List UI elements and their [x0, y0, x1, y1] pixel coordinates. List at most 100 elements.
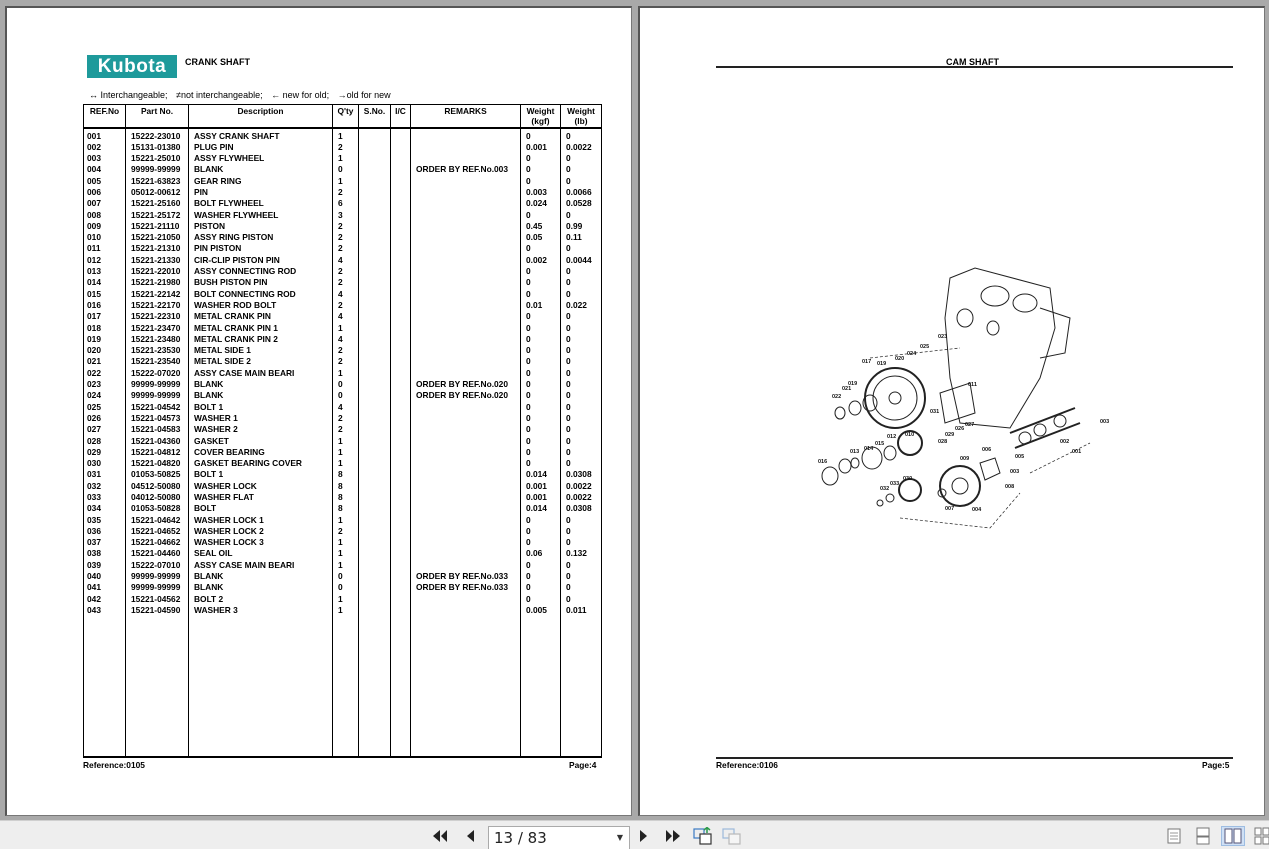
- cell-sno: [358, 164, 391, 176]
- cell-kgf: 0.01: [520, 299, 561, 312]
- cell-desc: ASSY CRANK SHAFT: [188, 127, 333, 142]
- cell-part: 04512-50080: [125, 480, 189, 492]
- col-sno: S.No.: [358, 104, 391, 129]
- facing-view-button[interactable]: [1221, 826, 1245, 846]
- cell-sno: [358, 571, 391, 583]
- page-number-input[interactable]: 13 / 83 ▼: [488, 826, 630, 849]
- cell-desc: BLANK: [188, 390, 333, 402]
- cell-ref: 022: [83, 367, 126, 380]
- cell-qty: 0: [332, 379, 359, 391]
- last-page-button[interactable]: [663, 826, 683, 846]
- cell-ref: 042: [83, 593, 126, 605]
- cell-qty: 1: [332, 548, 359, 560]
- cell-ref: 041: [83, 582, 126, 594]
- cell-part: 15221-04583: [125, 424, 189, 436]
- cell-part: 99999-99999: [125, 390, 189, 402]
- cell-desc: PIN PISTON: [188, 243, 333, 255]
- cell-lb: 0: [560, 277, 602, 289]
- cell-remarks: [410, 209, 521, 221]
- cell-part: 15221-21110: [125, 220, 189, 233]
- svg-text:019: 019: [848, 381, 857, 387]
- cell-kgf: 0: [520, 514, 561, 526]
- svg-text:002: 002: [1060, 439, 1069, 445]
- cell-part: 15221-04642: [125, 514, 189, 526]
- continuous-facing-view-button[interactable]: [1252, 826, 1269, 846]
- cell-remarks: [410, 198, 521, 210]
- cell-remarks: ORDER BY REF.No.033: [410, 582, 521, 594]
- svg-text:029: 029: [945, 432, 954, 438]
- interchangeability-legend: ↔ Interchangeable; ≠not interchangeable;…: [89, 90, 397, 100]
- cell-ref: 004: [83, 164, 126, 176]
- cell-qty: 6: [332, 198, 359, 210]
- cell-ic: [390, 379, 411, 391]
- cell-ref: 012: [83, 254, 126, 267]
- svg-text:012: 012: [887, 434, 896, 440]
- cell-remarks: [410, 525, 521, 538]
- cell-ref: 014: [83, 277, 126, 289]
- previous-page-button[interactable]: [460, 826, 480, 846]
- cell-lb: 0: [560, 458, 602, 470]
- cell-kgf: 0: [520, 446, 561, 459]
- next-view-button[interactable]: [722, 826, 742, 846]
- cell-qty: 1: [332, 175, 359, 187]
- cell-sno: [358, 367, 391, 380]
- cell-lb: 0.0044: [560, 254, 602, 267]
- page-4: Kubota CRANK SHAFT ↔ Interchangeable; ≠n…: [5, 6, 632, 816]
- previous-view-button[interactable]: [693, 826, 713, 846]
- cell-part: 01053-50828: [125, 503, 189, 515]
- cell-ic: [390, 367, 411, 380]
- cell-sno: [358, 503, 391, 515]
- cell-ref: 002: [83, 141, 126, 154]
- cell-qty: 1: [332, 435, 359, 447]
- cell-ic: [390, 525, 411, 538]
- cell-ref: 010: [83, 232, 126, 244]
- svg-text:031: 031: [930, 409, 939, 415]
- cell-ic: [390, 127, 411, 142]
- svg-text:010: 010: [905, 432, 914, 438]
- cell-qty: 2: [332, 141, 359, 154]
- next-page-button[interactable]: [634, 826, 654, 846]
- cell-sno: [358, 480, 391, 492]
- cell-ref: 021: [83, 356, 126, 368]
- svg-text:025: 025: [920, 344, 929, 350]
- continuous-view-button[interactable]: [1193, 826, 1213, 846]
- cell-lb: 0.0308: [560, 469, 602, 481]
- svg-text:033: 033: [890, 481, 899, 487]
- cell-sno: [358, 141, 391, 154]
- cell-desc: ASSY CASE MAIN BEARI: [188, 367, 333, 380]
- single-page-view-button[interactable]: [1164, 826, 1184, 846]
- cell-remarks: ORDER BY REF.No.020: [410, 379, 521, 391]
- cell-lb: 0: [560, 412, 602, 425]
- cell-ic: [390, 288, 411, 300]
- first-page-button[interactable]: [430, 826, 450, 846]
- cell-desc: WASHER LOCK 3: [188, 537, 333, 549]
- cell-qty: 8: [332, 469, 359, 481]
- cell-qty: 2: [332, 186, 359, 199]
- cell-kgf: 0: [520, 582, 561, 594]
- svg-text:027: 027: [965, 422, 974, 428]
- document-viewport[interactable]: Kubota CRANK SHAFT ↔ Interchangeable; ≠n…: [0, 0, 1269, 820]
- cell-kgf: 0: [520, 288, 561, 300]
- cell-remarks: [410, 333, 521, 346]
- cell-sno: [358, 299, 391, 312]
- footer-rule: [716, 757, 1233, 759]
- cell-desc: WASHER 2: [188, 424, 333, 436]
- cell-part: 15221-04820: [125, 458, 189, 470]
- cell-qty: 1: [332, 514, 359, 526]
- cell-kgf: 0.002: [520, 254, 561, 267]
- cell-qty: 2: [332, 266, 359, 278]
- cell-lb: 0.0308: [560, 503, 602, 515]
- cell-lb: 0: [560, 446, 602, 459]
- page-dropdown-arrow-icon[interactable]: ▼: [616, 833, 623, 842]
- cell-lb: 0: [560, 559, 602, 572]
- legend-interchangeable: ↔ Interchangeable;: [89, 90, 168, 100]
